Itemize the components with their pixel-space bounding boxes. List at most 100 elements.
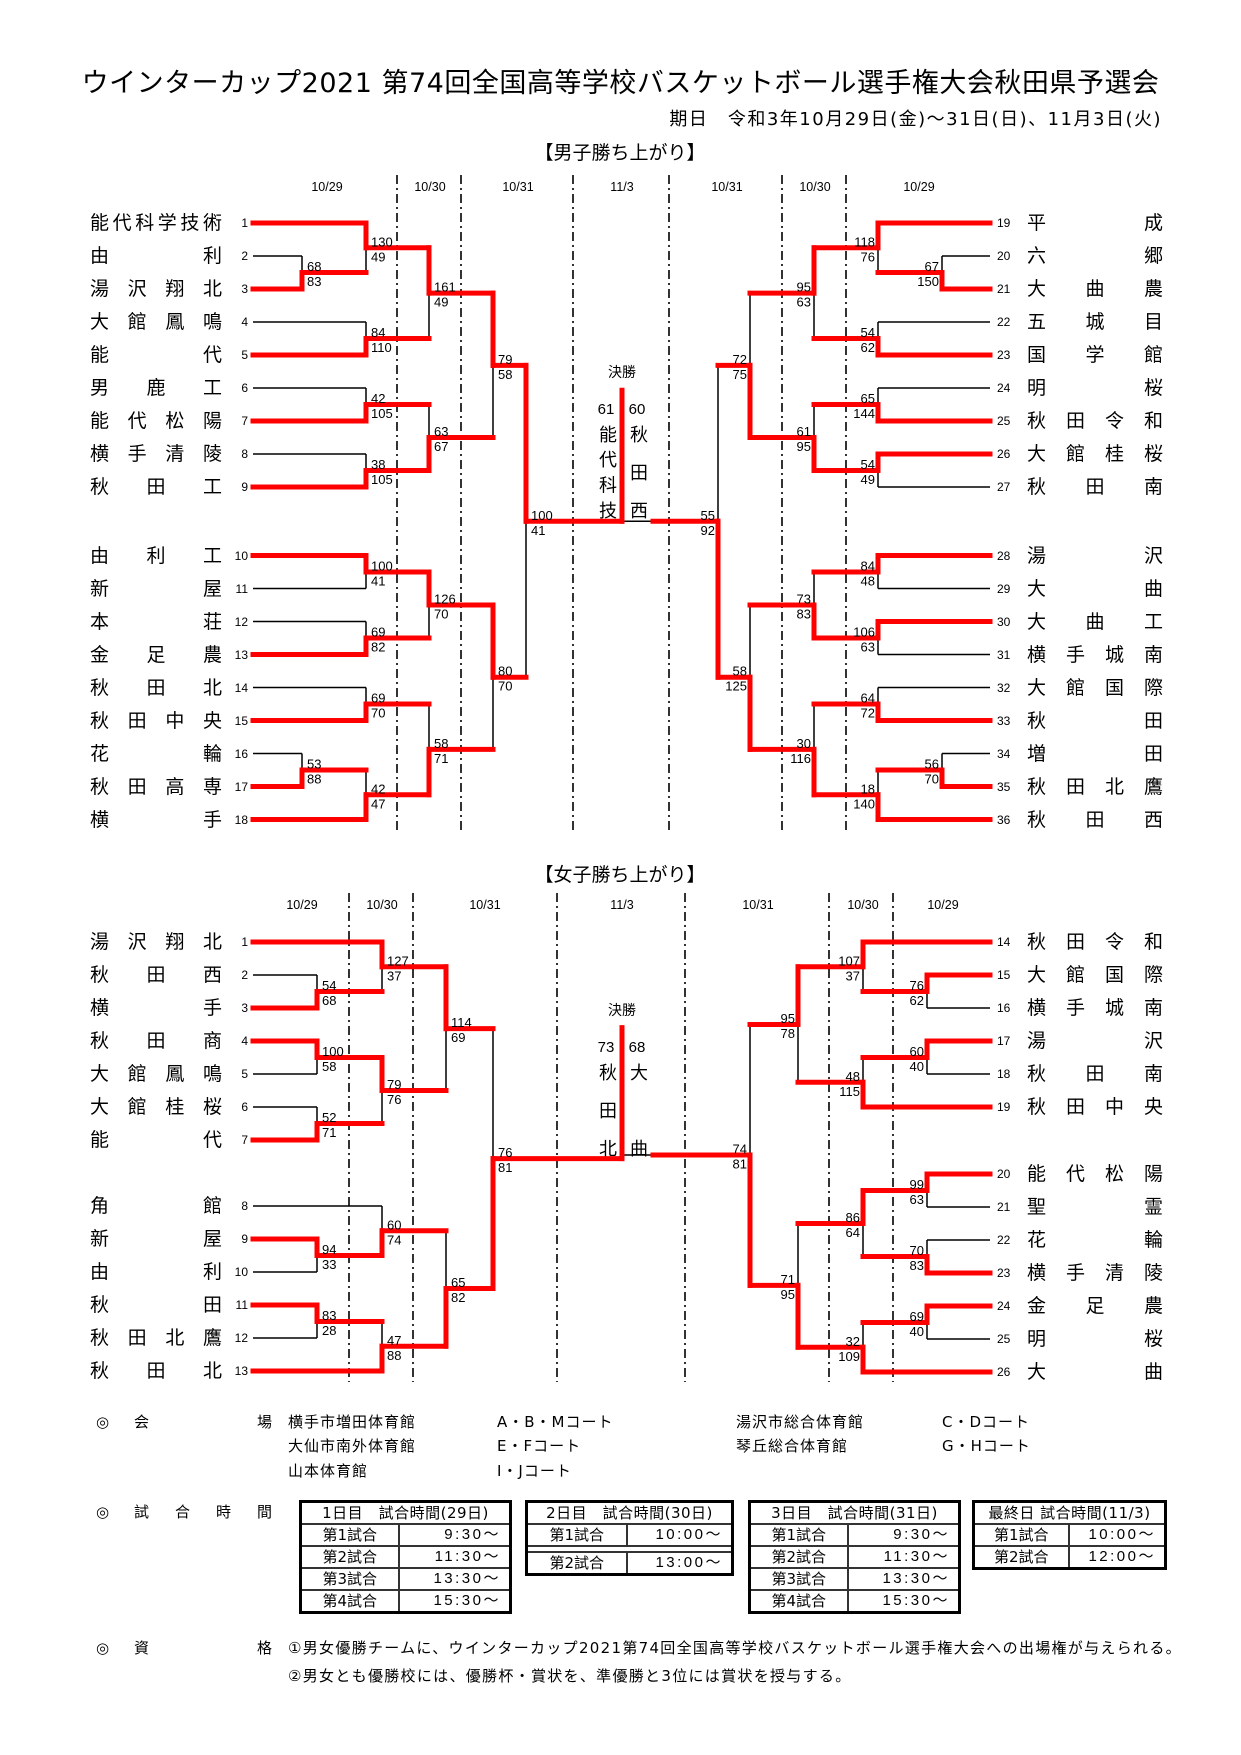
team-name: 角館: [90, 1195, 222, 1217]
score-lower-team: 150: [917, 274, 939, 289]
team-name: 湯沢: [1027, 544, 1163, 567]
team-name: 秋田: [1027, 709, 1163, 732]
team-name: 大館国際: [1027, 964, 1163, 986]
team-number: 7: [241, 1133, 248, 1147]
score-upper-team: 68: [307, 259, 321, 274]
event-dates: 期日 令和3年10月29日(金)～31日(日)、11月3日(火): [669, 109, 1162, 130]
team-number: 13: [234, 1364, 248, 1378]
team-name: 横手: [90, 997, 222, 1019]
team-number: 5: [241, 348, 248, 362]
score-upper-team: 73: [797, 592, 811, 607]
team-name: 大曲工: [1027, 610, 1163, 633]
team-name: 大館鳳鳴: [90, 311, 222, 333]
score-upper-team: 114: [451, 1015, 472, 1030]
score-upper-team: 79: [387, 1077, 401, 1092]
team-number: 17: [997, 1034, 1011, 1048]
venue-courts: I・Jコート: [497, 1462, 572, 1480]
schedule-header: 最終日 試合時間(11/3): [972, 1500, 1167, 1525]
team-number: 1: [241, 216, 248, 230]
round-date-label: 10/31: [742, 898, 774, 912]
team-name: 能代: [90, 1129, 222, 1151]
venue-name: 琴丘総合体育館: [736, 1437, 849, 1455]
team-name: 大曲農: [1027, 278, 1163, 300]
round-date-label: 10/30: [799, 180, 831, 194]
game-time: 9:30～: [846, 1523, 961, 1547]
team-number: 2: [241, 249, 248, 263]
schedule-spacer-row: [525, 1545, 734, 1553]
team-name: 秋田高専: [90, 775, 222, 798]
score-lower-team: 82: [371, 640, 385, 655]
team-name: 由利工: [90, 544, 222, 567]
team-name: 秋田北: [90, 676, 222, 699]
team-name: 花輪: [90, 742, 222, 765]
team-number: 1: [241, 935, 248, 949]
team-number: 15: [997, 968, 1011, 982]
score-lower-team: 48: [861, 574, 875, 589]
team-number: 3: [241, 1001, 248, 1015]
team-number: 18: [997, 1067, 1011, 1081]
schedule-label: 試合時間: [134, 1503, 272, 1521]
day-dividers: [348, 175, 894, 1382]
team-number: 11: [235, 1298, 248, 1312]
round-date-label: 10/30: [366, 898, 398, 912]
score-upper-team: 70: [910, 1243, 924, 1258]
round-date-label: 10/31: [469, 898, 501, 912]
team-number: 23: [997, 348, 1011, 362]
score-lower-team: 76: [387, 1092, 401, 1107]
team-name: 横手: [90, 808, 222, 831]
schedule-header: 1日目 試合時間(29日): [299, 1500, 512, 1525]
score-lower-team: 78: [781, 1026, 795, 1041]
team-number: 28: [997, 548, 1011, 563]
score-upper-team: 38: [371, 457, 385, 472]
team-name: 秋田北鷹: [1027, 775, 1163, 798]
score-upper-team: 80: [498, 664, 512, 679]
team-name: 湯沢翔北: [90, 278, 222, 300]
schedule-header-row: 最終日 試合時間(11/3): [972, 1500, 1167, 1525]
score-lower-team: 81: [498, 1160, 512, 1175]
score-upper-team: 42: [371, 391, 385, 406]
team-number: 12: [234, 614, 248, 629]
team-number: 25: [997, 1332, 1011, 1346]
score-upper-team: 58: [733, 664, 747, 679]
score-lower-team: 75: [733, 367, 747, 382]
team-number: 8: [241, 447, 248, 461]
score-upper-team: 118: [854, 234, 875, 249]
game-label: 第4試合: [748, 1589, 849, 1614]
team-number: 14: [234, 680, 248, 695]
team-name: 秋田中央: [90, 709, 222, 732]
score-upper-team: 55: [701, 508, 715, 523]
score-upper-team: 127: [387, 953, 409, 968]
score-lower-team: 40: [910, 1059, 924, 1074]
score-upper-team: 74: [733, 1141, 747, 1156]
team-name: 秋田中央: [1027, 1096, 1163, 1118]
score-lower-team: 82: [451, 1290, 465, 1305]
score-upper-team: 95: [797, 280, 811, 295]
game-label: 第1試合: [972, 1523, 1070, 1547]
score-lower-team: 41: [371, 574, 385, 589]
score-lower-team: 76: [861, 249, 875, 264]
team-name: 秋田工: [90, 476, 222, 498]
team-name: 大曲: [1027, 1361, 1163, 1383]
team-number: 16: [234, 746, 248, 761]
game-label: 第4試合: [299, 1589, 400, 1614]
team-name: 由利: [90, 1261, 222, 1283]
team-number: 16: [997, 1001, 1011, 1015]
score-upper-team: 76: [910, 978, 924, 993]
final-label: 決勝: [608, 365, 636, 382]
team-name: 男鹿工: [90, 377, 222, 399]
